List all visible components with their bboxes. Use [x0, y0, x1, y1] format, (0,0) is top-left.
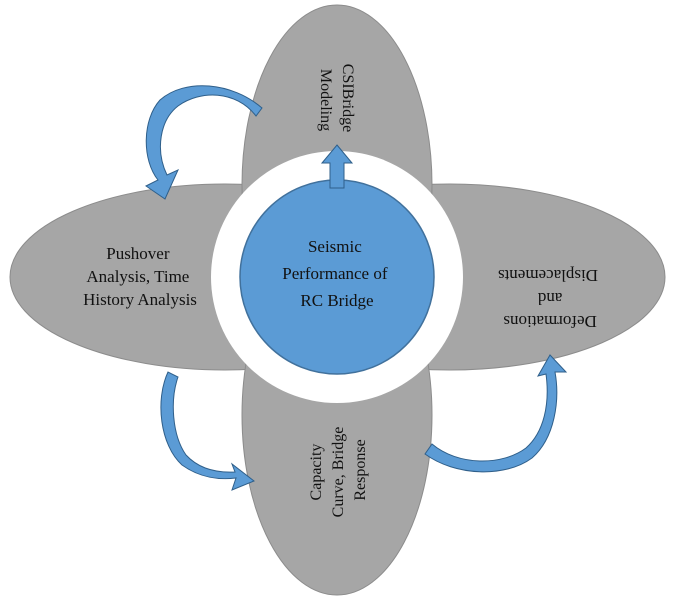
center-label-line-3: RC Bridge [300, 291, 373, 310]
petal-right-label-line-1: Deformations [503, 312, 596, 331]
petal-bottom-label-line-3: Response [352, 439, 369, 500]
arrow-center-to-top [320, 144, 354, 189]
center-label-line-1: Seismic [308, 237, 362, 256]
petal-right-label-line-3: Displacements [498, 266, 598, 285]
arrow-bottom-to-right [424, 354, 568, 473]
petal-top-label-line-1: CSIBridge [339, 64, 356, 132]
petal-top-label-line-2: Modeling [317, 69, 334, 131]
petal-right-label: Deformations and Displacements [498, 266, 598, 331]
petal-bottom-label-line-1: Capacity [308, 444, 325, 501]
petal-bottom-label: Capacity Curve, Bridge Response [308, 423, 369, 518]
petal-left-label-line-1: Pushover [106, 244, 170, 263]
petal-left-label: Pushover Analysis, Time History Analysis [83, 244, 197, 309]
petal-right-label-line-2: and [537, 289, 562, 308]
petal-top-label: CSIBridge Modeling [317, 64, 356, 136]
arrow-left-to-bottom [160, 371, 255, 491]
center-label: Seismic Performance of RC Bridge [282, 237, 392, 310]
petal-left-label-line-3: History Analysis [83, 290, 197, 309]
arrow-top-to-left [145, 85, 263, 200]
center-label-line-2: Performance of [282, 264, 388, 283]
petal-bottom-label-line-2: Curve, Bridge [330, 427, 347, 518]
petal-left-label-line-2: Analysis, Time [86, 267, 189, 286]
